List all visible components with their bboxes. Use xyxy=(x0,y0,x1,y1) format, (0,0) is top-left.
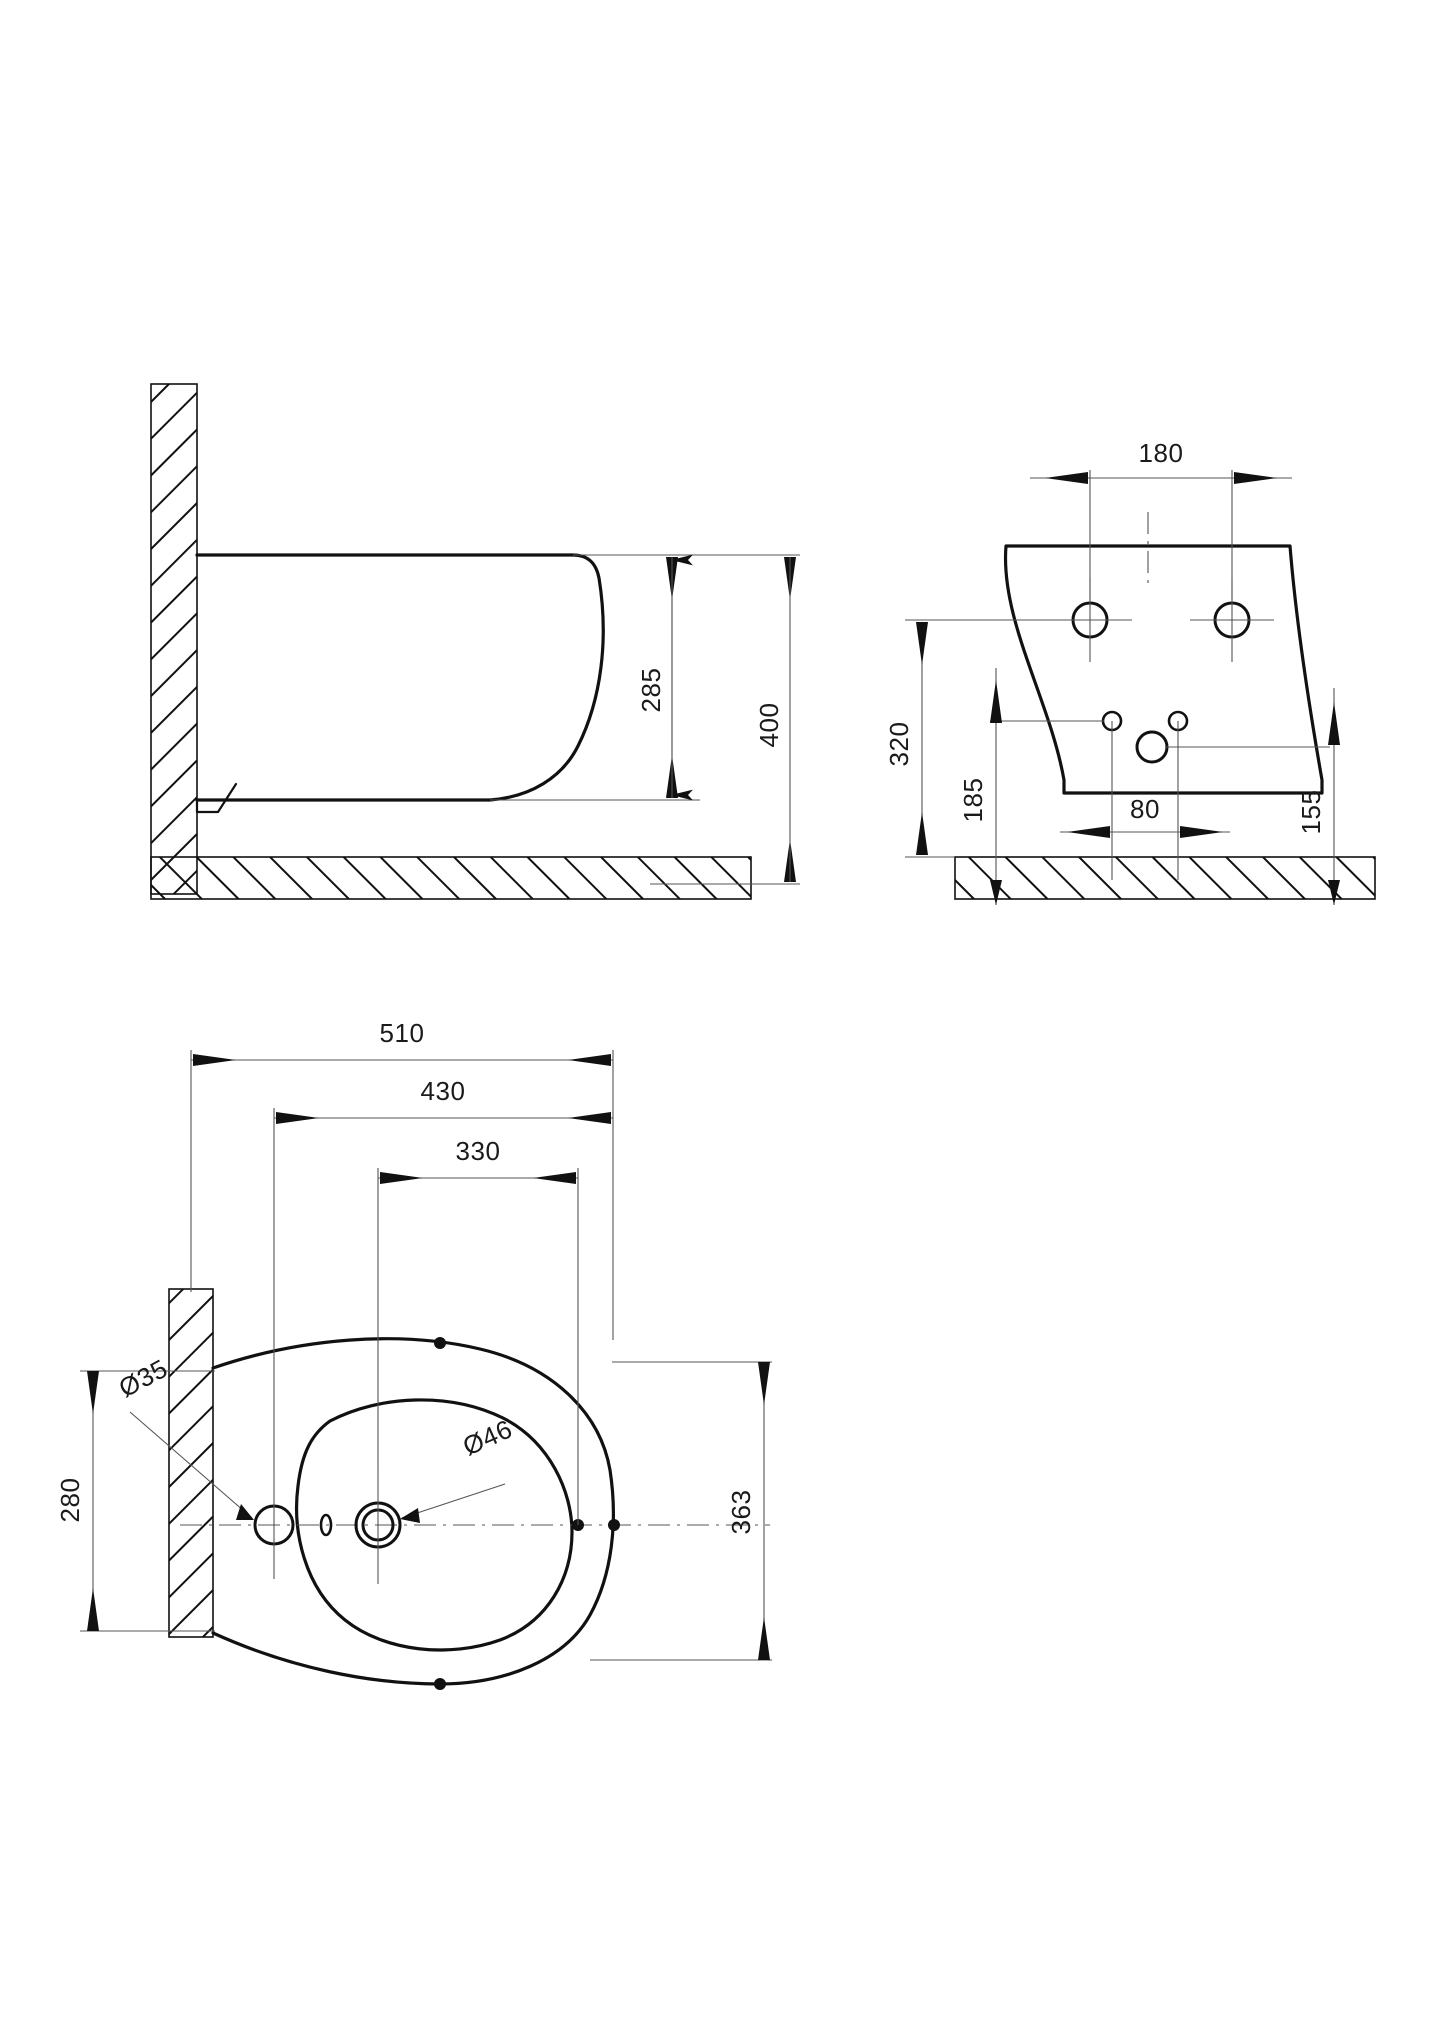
top-view-inlet-stub xyxy=(319,1513,333,1537)
top-view-wall-hatch xyxy=(168,1288,214,1638)
front-view-dim-155: 155 xyxy=(1165,688,1340,905)
dim-label-363: 363 xyxy=(726,1490,756,1535)
front-view: 180 320 185 155 xyxy=(884,438,1376,905)
dim-label-80: 80 xyxy=(1130,794,1160,824)
top-view-dim-363: 363 xyxy=(590,1361,772,1661)
top-view-leader-46: Ø46 xyxy=(400,1413,517,1523)
top-view-dim-510: 510 xyxy=(191,1018,613,1066)
dim-label-285: 285 xyxy=(636,668,666,713)
front-view-small-hole-right xyxy=(1167,710,1189,880)
dim-label-180: 180 xyxy=(1139,438,1184,468)
top-view-outer-contour xyxy=(211,1337,615,1686)
front-view-dim-185: 185 xyxy=(958,668,1104,905)
dim-label-185: 185 xyxy=(958,778,988,823)
dim-label-430: 430 xyxy=(421,1076,466,1106)
side-view-dim-400: 400 xyxy=(754,557,796,882)
dim-label-510: 510 xyxy=(380,1018,425,1048)
dim-label-320: 320 xyxy=(884,722,914,767)
side-view-floor-hatch xyxy=(150,856,752,900)
top-view-dim-330: 330 xyxy=(378,1136,578,1184)
top-view-dim-280: 280 xyxy=(55,1370,215,1632)
front-view-dim-80: 80 xyxy=(1060,794,1230,838)
top-view-dim-430: 430 xyxy=(274,1076,613,1124)
front-view-outlet-hole xyxy=(1135,730,1169,764)
dim-label-155: 155 xyxy=(1296,790,1326,835)
side-view: 285 400 xyxy=(150,383,800,900)
side-view-dim-285: 285 xyxy=(636,554,693,801)
top-view-hole-46 xyxy=(354,1466,402,1584)
front-view-body-profile xyxy=(1003,544,1324,795)
front-view-dim-180: 180 xyxy=(1030,438,1292,600)
top-view-hole-35 xyxy=(253,1471,295,1579)
top-view-contour-nodes xyxy=(434,1337,620,1690)
side-view-wall-hatch xyxy=(150,383,198,895)
front-view-small-hole-left xyxy=(1101,710,1123,880)
side-view-body-profile xyxy=(195,553,605,802)
dim-label-280: 280 xyxy=(55,1478,85,1523)
dim-label-400: 400 xyxy=(754,703,784,748)
front-view-floor-hatch xyxy=(954,856,1376,900)
top-view-inner-contour xyxy=(295,1398,574,1652)
front-view-dim-320: 320 xyxy=(884,619,1080,858)
top-view: 510 430 330 363 xyxy=(55,1018,772,1690)
top-view-extension-lines xyxy=(190,1050,614,1525)
dim-label-330: 330 xyxy=(456,1136,501,1166)
dim-label-diameter-35: Ø35 xyxy=(114,1353,173,1403)
side-view-bracket-notch xyxy=(195,782,238,814)
